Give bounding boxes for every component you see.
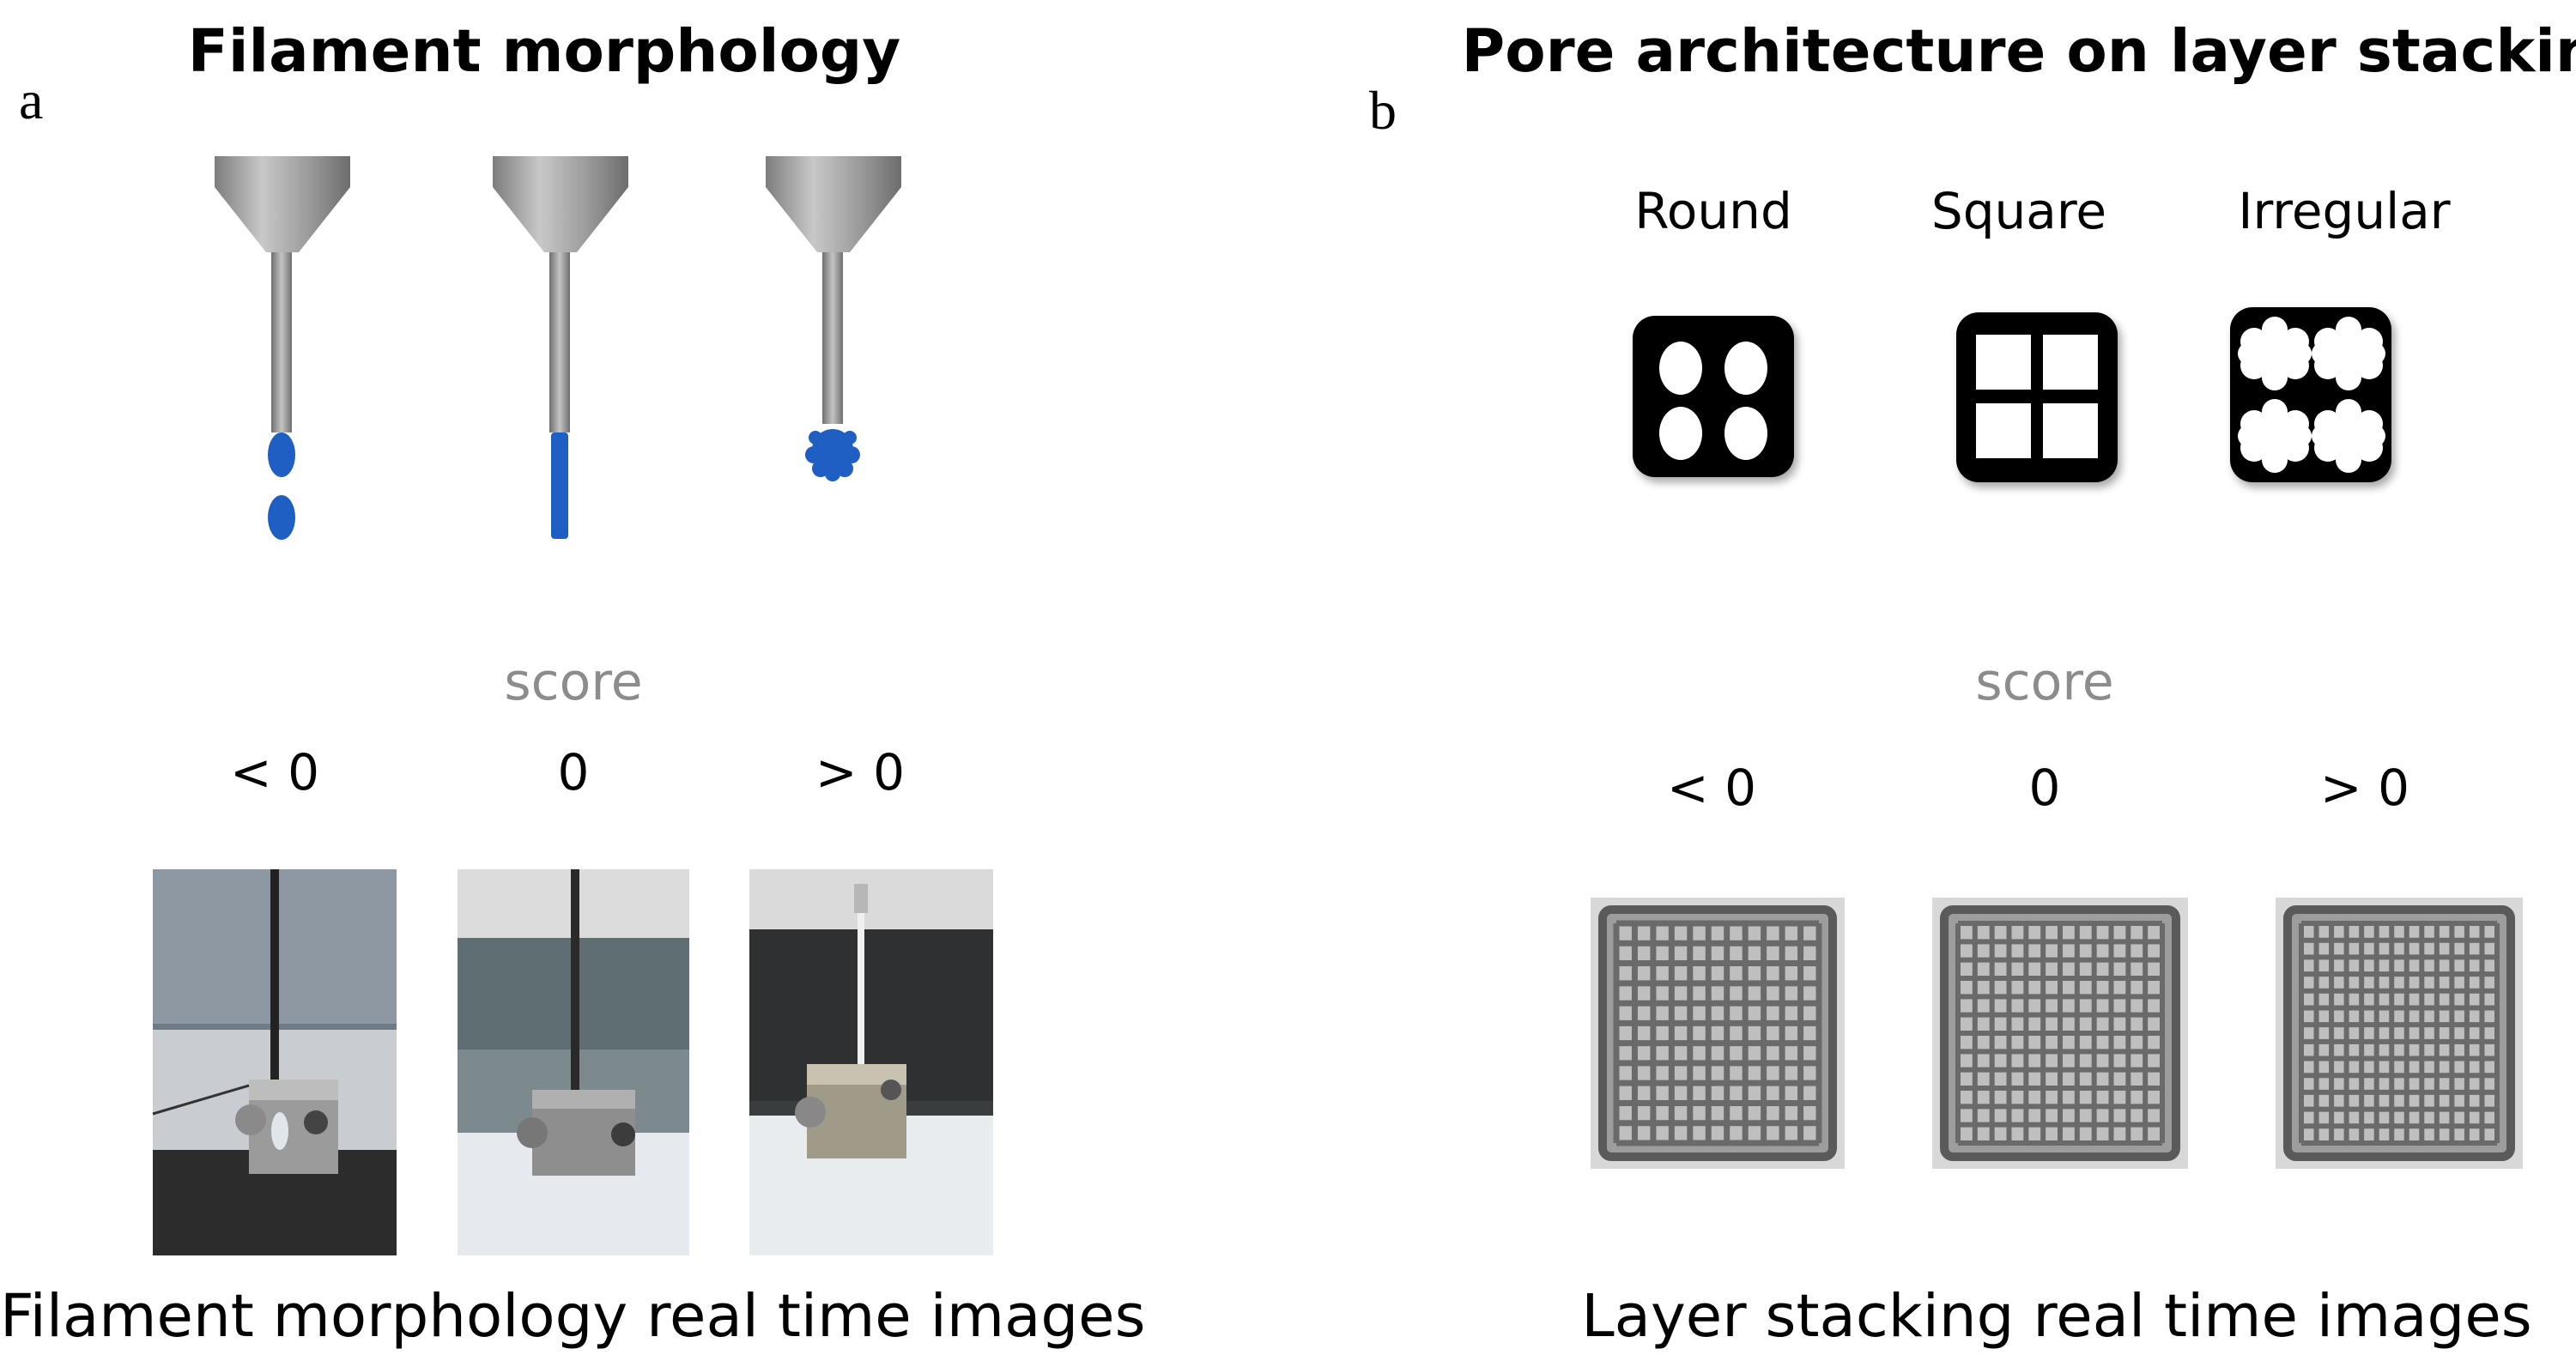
filament-photo-continuous (458, 869, 689, 1255)
nozzle-illustrations (215, 156, 901, 540)
panel-b-tick-positive: > 0 (2320, 759, 2409, 817)
shape-label-irregular: Irregular (2238, 182, 2451, 240)
panel-letter-a: a (19, 70, 44, 130)
pore-icon-irregular (2230, 307, 2391, 482)
pore-icon-round (1633, 316, 1794, 477)
filament-blob (805, 429, 860, 481)
panel-a-score-label: score (504, 652, 643, 712)
lattice-photo-zero (1932, 898, 2188, 1169)
panel-b-title: Pore architecture on layer stacking (1461, 17, 2576, 86)
panel-letter-b: b (1369, 80, 1397, 141)
pore-shape-icons (1633, 307, 2391, 482)
panel-a-tick-positive: > 0 (815, 743, 905, 801)
filament-strand (551, 432, 568, 539)
lattice-photo-positive (2276, 898, 2523, 1169)
shape-label-square: Square (1930, 182, 2107, 240)
filament-photo-dripping (152, 869, 397, 1255)
nozzle-dripping (215, 156, 350, 540)
nozzle-irregular (766, 156, 901, 481)
panel-a-title: Filament morphology (187, 17, 901, 86)
layer-stacking-photos (1591, 898, 2523, 1169)
shape-label-round: Round (1634, 182, 1792, 240)
panel-b-caption: Layer stacking real time images (1581, 1282, 2532, 1351)
filament-photo-irregular (749, 869, 993, 1255)
filament-photos (152, 869, 993, 1255)
panel-b-tick-zero: 0 (2028, 759, 2061, 817)
panel-a-tick-zero: 0 (557, 743, 590, 801)
nozzle-continuous (493, 156, 628, 539)
panel-a-caption: Filament morphology real time images (0, 1282, 1146, 1351)
panel-a-tick-negative: < 0 (230, 743, 319, 801)
filament-droplet (268, 432, 295, 477)
panel-b-score-label: score (1975, 652, 2114, 712)
pore-icon-square (1956, 312, 2118, 482)
filament-droplet (268, 495, 295, 540)
lattice-photo-negative (1591, 898, 1845, 1169)
panel-b-tick-negative: < 0 (1667, 759, 1756, 817)
